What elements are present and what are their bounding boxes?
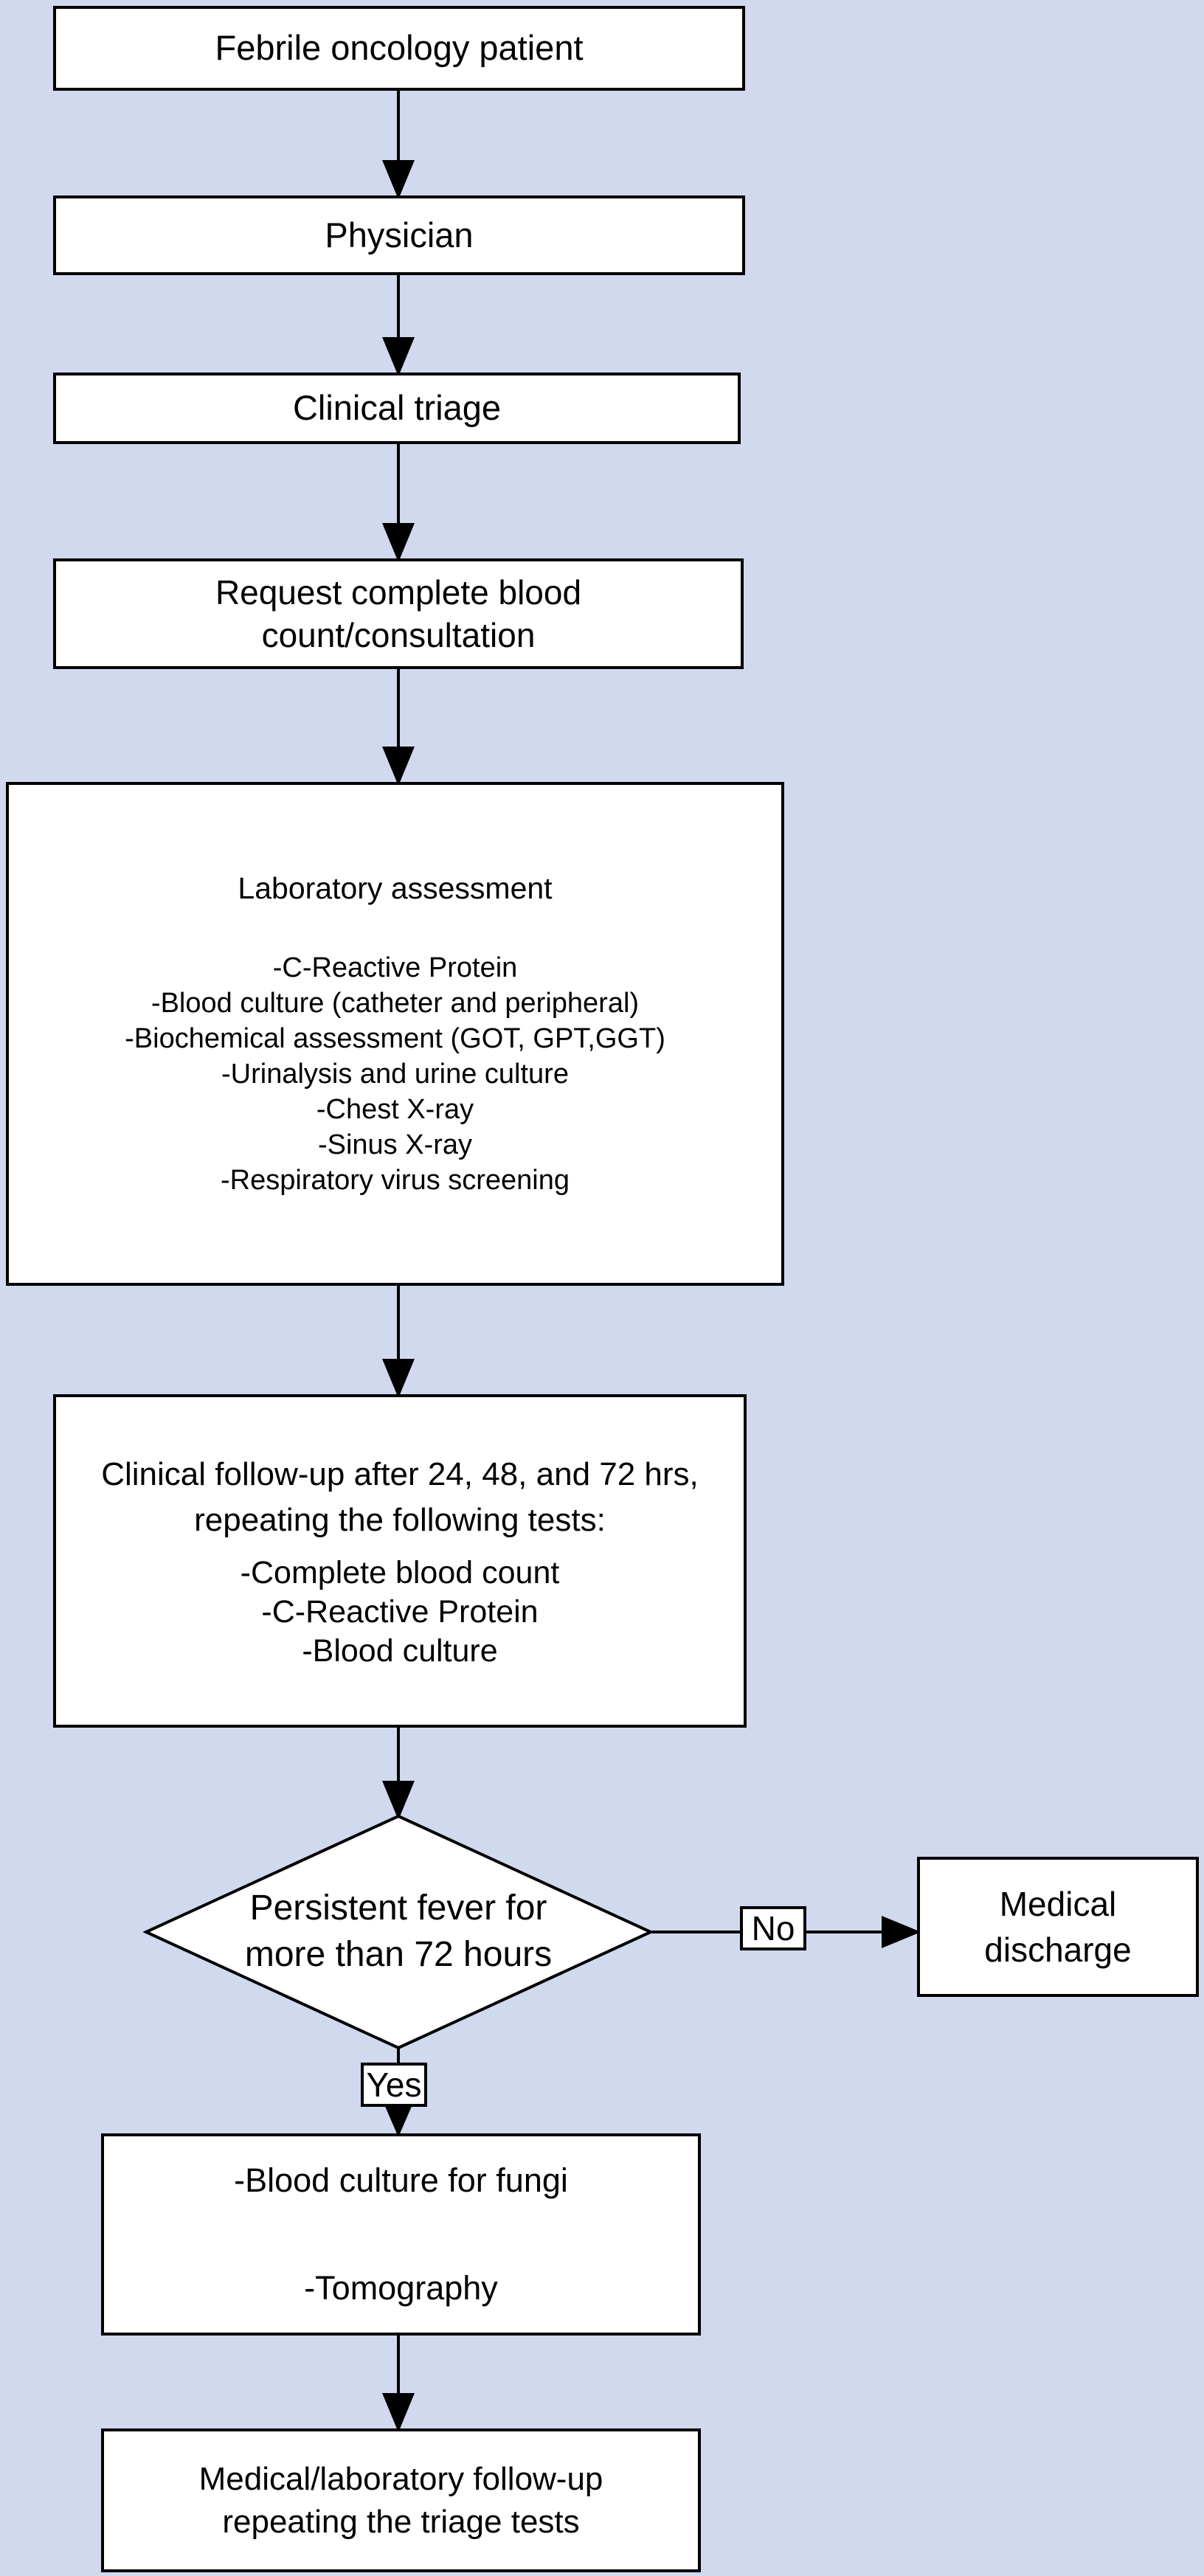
decision-line-1: Persistent fever for [249,1888,547,1928]
discharge-line-1: Medical [999,1885,1117,1923]
branch-label-yes: Yes [361,2063,427,2107]
arrowhead-followup-to-decision [382,1781,415,1821]
node-febrile-label: Febrile oncology patient [215,28,584,68]
arrowhead-request-to-lab [382,747,415,786]
discharge-line-2: discharge [984,1931,1132,1969]
lab-title: Laboratory assessment [238,870,553,905]
lab-item: -Biochemical assessment (GOT, GPT,GGT) [125,1023,665,1055]
fungi-item: -Blood culture for fungi [234,2161,568,2199]
decision-diamond-shape [142,1814,654,2050]
node-febrile-oncology-patient: Febrile oncology patient [53,6,745,91]
lab-item: -C-Reactive Protein [272,952,518,984]
node-fungi-tomography: -Blood culture for fungi -Tomography [101,2133,701,2336]
fungi-item: -Tomography [304,2269,498,2307]
followup-item: -Blood culture [302,1632,498,1669]
followup-item-list: -Complete blood count -C-Reactive Protei… [241,1554,560,1671]
followup-item: -Complete blood count [240,1554,560,1590]
lab-item-list: -C-Reactive Protein -Blood culture (cath… [125,950,665,1198]
node-medical-discharge: Medical discharge [917,1857,1199,1997]
node-clinical-triage: Clinical triage [53,373,741,444]
node-final-followup: Medical/laboratory follow-up repeating t… [101,2428,701,2572]
node-physician: Physician [53,195,745,275]
yes-label-text: Yes [366,2066,422,2104]
followup-line-2: repeating the following tests: [194,1501,606,1538]
lab-item: -Blood culture (catheter and peripheral) [150,988,640,1019]
lab-item: -Urinalysis and urine culture [221,1059,569,1090]
request-line-1: Request complete blood [215,573,582,612]
node-laboratory-assessment: Laboratory assessment -C-Reactive Protei… [6,782,784,1286]
no-label-text: No [751,1909,795,1947]
arrowhead-lab-to-followup [382,1359,415,1399]
followup-heading: Clinical follow-up after 24, 48, and 72 … [101,1452,699,1543]
arrowhead-physician-to-triage [382,337,415,377]
lab-item: -Chest X-ray [316,1094,474,1126]
arrowhead-decision-to-discharge [882,1916,921,1948]
followup-line-1: Clinical follow-up after 24, 48, and 72 … [101,1455,699,1492]
node-physician-label: Physician [325,215,474,255]
arrowhead-triage-to-request [382,523,415,563]
request-line-2: count/consultation [261,616,536,654]
lab-item: -Sinus X-ray [317,1129,473,1161]
branch-label-no: No [740,1906,806,1950]
arrowhead-febrile-to-physician [382,160,415,200]
node-request-cbc-consultation: Request complete blood count/consultatio… [53,558,744,669]
node-triage-label: Clinical triage [292,388,502,428]
followup-item: -C-Reactive Protein [261,1593,539,1630]
node-persistent-fever-decision: Persistent fever for more than 72 hours [177,1885,620,1978]
final-line-2: repeating the triage tests [222,2503,580,2540]
node-clinical-followup: Clinical follow-up after 24, 48, and 72 … [53,1394,747,1728]
decision-line-2: more than 72 hours [244,1935,553,1974]
arrowhead-fungi-to-final [382,2393,415,2433]
final-line-1: Medical/laboratory follow-up [198,2460,603,2497]
lab-item: -Respiratory virus screening [220,1165,570,1197]
